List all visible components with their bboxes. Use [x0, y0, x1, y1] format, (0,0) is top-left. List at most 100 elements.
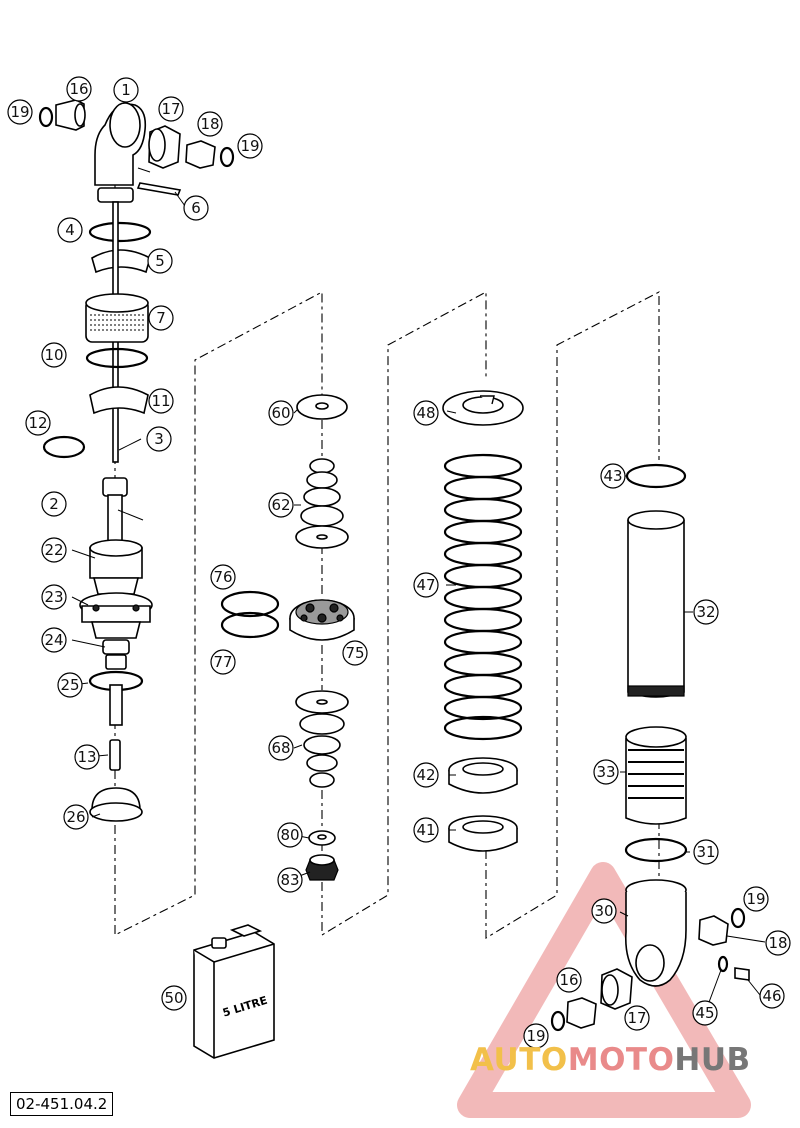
svg-text:1: 1 — [121, 81, 131, 99]
callout-60: 60 — [268, 400, 294, 426]
callout-83: 83 — [277, 867, 303, 893]
callout-10: 10 — [41, 342, 67, 368]
callout-62: 62 — [268, 492, 294, 518]
svg-text:16: 16 — [559, 971, 578, 989]
svg-text:42: 42 — [416, 766, 435, 784]
watermark-part-1: AUTO — [470, 1042, 568, 1078]
callout-46: 46 — [759, 983, 785, 1009]
callout-19-right: 19 — [743, 886, 769, 912]
svg-text:19: 19 — [746, 890, 765, 908]
callout-5: 5 — [147, 248, 173, 274]
svg-text:23: 23 — [44, 588, 63, 606]
top-eye-assembly — [38, 99, 235, 822]
svg-text:19: 19 — [10, 103, 29, 121]
callout-33: 33 — [593, 759, 619, 785]
callout-13: 13 — [74, 744, 100, 770]
callout-31: 31 — [693, 839, 719, 865]
callout-1: 1 — [113, 77, 139, 103]
callout-41: 41 — [413, 817, 439, 843]
callout-50: 50 — [161, 985, 187, 1011]
callout-22: 22 — [41, 537, 67, 563]
svg-text:26: 26 — [66, 808, 85, 826]
svg-text:24: 24 — [44, 631, 63, 649]
callout-16-top: 16 — [66, 76, 92, 102]
callout-4: 4 — [57, 217, 83, 243]
svg-text:75: 75 — [345, 644, 364, 662]
callout-12: 12 — [25, 410, 51, 436]
callout-26: 26 — [63, 804, 89, 830]
assembly-guide-lines — [114, 180, 660, 939]
callout-24: 24 — [41, 627, 67, 653]
callout-2: 2 — [41, 491, 67, 517]
svg-text:17: 17 — [161, 100, 180, 118]
callout-43: 43 — [600, 463, 626, 489]
oil-can: 5 LITRE — [193, 924, 275, 1059]
callout-18-top: 18 — [197, 111, 223, 137]
callout-47: 47 — [413, 572, 439, 598]
callout-68: 68 — [268, 735, 294, 761]
svg-text:18: 18 — [768, 934, 787, 952]
svg-text:10: 10 — [44, 346, 63, 364]
callout-42: 42 — [413, 762, 439, 788]
svg-text:16: 16 — [69, 80, 88, 98]
callout-80: 80 — [277, 822, 303, 848]
callout-32: 32 — [693, 599, 719, 625]
svg-text:46: 46 — [762, 987, 781, 1005]
callout-16-bottom: 16 — [556, 967, 582, 993]
spring-assembly — [442, 390, 524, 852]
callout-45: 45 — [692, 1000, 718, 1026]
spring-coils — [443, 453, 523, 741]
svg-text:5: 5 — [155, 252, 165, 270]
callout-18-right: 18 — [765, 930, 791, 956]
svg-text:60: 60 — [271, 404, 290, 422]
callout-19-top-left: 19 — [7, 99, 33, 125]
svg-text:83: 83 — [280, 871, 299, 889]
reservoir-assembly — [550, 463, 750, 1032]
watermark-triangle — [457, 862, 751, 1118]
svg-text:43: 43 — [603, 467, 622, 485]
svg-text:48: 48 — [416, 404, 435, 422]
svg-text:13: 13 — [77, 748, 96, 766]
svg-text:18: 18 — [200, 115, 219, 133]
shim-stack-assembly — [220, 394, 355, 881]
svg-text:19: 19 — [526, 1027, 545, 1045]
svg-text:41: 41 — [416, 821, 435, 839]
svg-text:32: 32 — [696, 603, 715, 621]
svg-text:47: 47 — [416, 576, 435, 594]
callout-77: 77 — [210, 649, 236, 675]
svg-text:31: 31 — [696, 843, 715, 861]
svg-text:11: 11 — [151, 392, 170, 410]
diagram-reference-code: 02-451.04.2 — [10, 1092, 114, 1116]
callout-17-bottom: 17 — [624, 1005, 650, 1031]
callout-7: 7 — [148, 305, 174, 331]
svg-text:33: 33 — [596, 763, 615, 781]
svg-text:77: 77 — [213, 653, 232, 671]
callout-17-top: 17 — [158, 96, 184, 122]
callout-30: 30 — [591, 898, 617, 924]
svg-text:19: 19 — [240, 137, 259, 155]
watermark-part-3: HUB — [674, 1042, 751, 1078]
callout-6: 6 — [183, 195, 209, 221]
svg-text:7: 7 — [156, 309, 166, 327]
callout-25: 25 — [57, 672, 83, 698]
callout-19-bottom: 19 — [523, 1023, 549, 1049]
svg-text:76: 76 — [213, 568, 232, 586]
svg-text:25: 25 — [60, 676, 79, 694]
svg-text:80: 80 — [280, 826, 299, 844]
svg-text:45: 45 — [695, 1004, 714, 1022]
svg-text:12: 12 — [28, 414, 47, 432]
svg-text:2: 2 — [49, 495, 59, 513]
svg-text:17: 17 — [627, 1009, 646, 1027]
svg-text:68: 68 — [271, 739, 290, 757]
callout-11: 11 — [148, 388, 174, 414]
callout-76: 76 — [210, 564, 236, 590]
callout-3: 3 — [146, 426, 172, 452]
svg-text:3: 3 — [154, 430, 164, 448]
callout-19-top-right: 19 — [237, 133, 263, 159]
svg-text:62: 62 — [271, 496, 290, 514]
svg-text:50: 50 — [164, 989, 183, 1007]
callout-75: 75 — [342, 640, 368, 666]
watermark-part-2: MOTO — [567, 1042, 675, 1078]
svg-text:30: 30 — [594, 902, 613, 920]
